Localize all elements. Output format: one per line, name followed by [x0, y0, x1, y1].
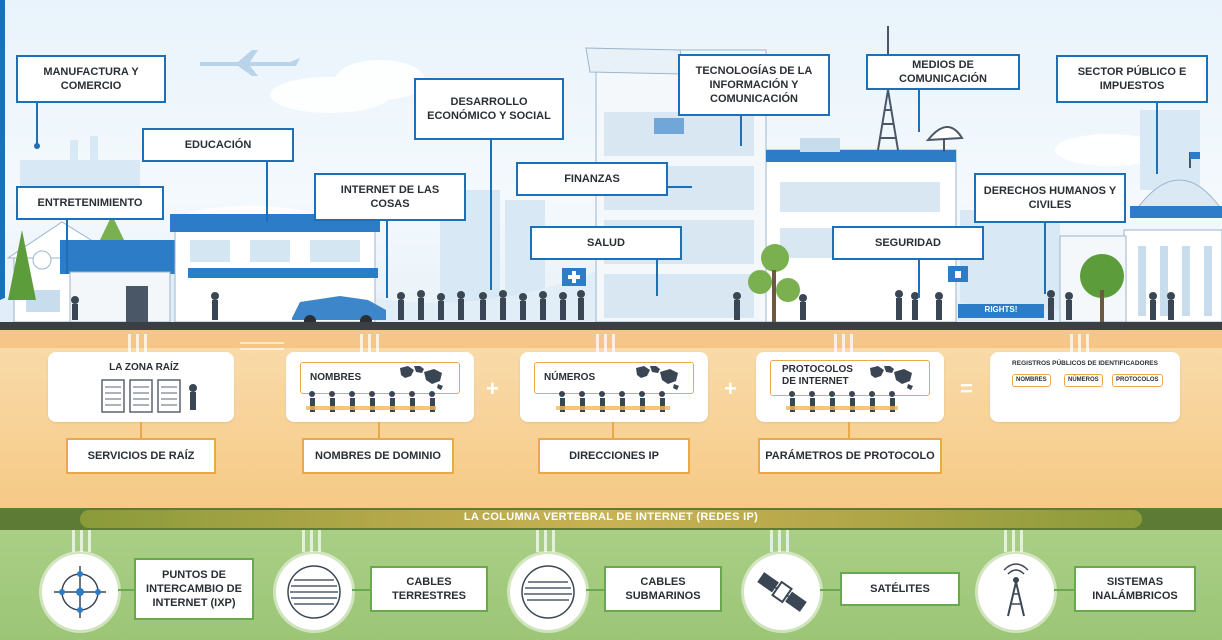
- registries-title: REGISTROS PÚBLICOS DE IDENTIFICADORES: [1012, 360, 1158, 367]
- label-derechos-humanos-civiles: DERECHOS HUMANOS Y CIVILES: [974, 173, 1126, 223]
- label-entretenimiento: ENTRETENIMIENTO: [16, 186, 164, 220]
- pointer-sector-publico: [1156, 102, 1158, 174]
- label-seguridad: SEGURIDAD: [832, 226, 984, 260]
- pointer-iot: [386, 220, 388, 298]
- identifier-layer-top-band: [0, 330, 1222, 348]
- people-crowd: [71, 290, 1175, 320]
- label-cables-terrestres: CABLES TERRESTRES: [370, 566, 488, 612]
- root-zone-title: LA ZONA RAÍZ: [109, 362, 179, 373]
- server-racks-icon: [101, 379, 197, 413]
- house-building: [6, 221, 176, 323]
- label-sistemas-inalambricos: SISTEMAS INALÁMBRICOS: [1074, 566, 1196, 612]
- label-tic: TECNOLOGÍAS DE LA INFORMACIÓN Y COMUNICA…: [678, 54, 830, 116]
- airplane-icon: [200, 50, 300, 76]
- label-medios-comunicacion: MEDIOS DE COMUNICACIÓN: [866, 54, 1020, 90]
- pointer-ip-addresses: [612, 422, 614, 440]
- registry-protocols-sign: PROTOCOLOS: [1112, 374, 1163, 388]
- label-sector-publico-impuestos: SECTOR PÚBLICO E IMPUESTOS: [1056, 55, 1208, 103]
- pointer-root-services: [140, 422, 142, 440]
- backbone-tube: [80, 510, 1142, 528]
- wireless-connector: [1054, 589, 1074, 591]
- ixp-network-icon: [54, 566, 106, 618]
- pointer-finanzas: [666, 186, 692, 188]
- label-servicios-de-raiz: SERVICIOS DE RAÍZ: [66, 438, 216, 474]
- pointer-salud: [656, 260, 658, 296]
- rights-banner-text: RIGHTS!: [984, 305, 1018, 314]
- registry-numbers-sign: NÚMEROS: [1064, 374, 1103, 388]
- submarine-connector: [586, 589, 604, 591]
- label-parametros-de-protocolo: PARÁMETROS DE PROTOCOLO: [758, 438, 942, 474]
- label-internet-de-las-cosas: INTERNET DE LAS COSAS: [314, 173, 466, 221]
- pointer-entretenimiento: [66, 220, 68, 274]
- plus-sign-2: +: [724, 376, 737, 401]
- government-building: [1059, 152, 1222, 323]
- school-building: [170, 214, 380, 323]
- label-satelites: SATÉLITES: [840, 572, 960, 606]
- satellite-icon: [757, 572, 807, 612]
- names-title: NOMBRES: [310, 372, 362, 383]
- label-salud: SALUD: [530, 226, 682, 260]
- pointer-seguridad: [918, 258, 920, 298]
- backbone-label: LA COLUMNA VERTEBRAL DE INTERNET (REDES …: [463, 511, 759, 523]
- ixp-connector: [118, 589, 134, 591]
- satellite-dish-icon: [925, 126, 964, 152]
- numbers-title: NÚMEROS: [544, 372, 596, 383]
- street-line: [0, 322, 1222, 330]
- submarine-cable-icon: [521, 565, 575, 619]
- label-cables-submarinos: CABLES SUBMARINOS: [604, 566, 722, 612]
- left-accent-bar: [0, 0, 5, 330]
- satellite-connector: [820, 589, 840, 591]
- infrastructure-connector-stripes: [72, 530, 1023, 552]
- plus-sign-1: +: [486, 376, 499, 401]
- protocols-panel: [770, 360, 930, 396]
- wireless-tower-icon: [1003, 563, 1029, 617]
- pointer-desarrollo: [490, 140, 492, 290]
- pointer-tic: [740, 116, 742, 146]
- rights-banner: [958, 304, 1044, 318]
- pointer-protocol-params: [848, 422, 850, 440]
- protocols-title: PROTOCOLOS DE INTERNET: [782, 364, 853, 387]
- terrestrial-cable-icon: [287, 565, 341, 619]
- label-finanzas: FINANZAS: [516, 162, 668, 196]
- layer-connector-stripes: [128, 334, 1089, 356]
- pointer-medios: [918, 88, 920, 132]
- label-desarrollo-economico-social: DESARROLLO ECONÓMICO Y SOCIAL: [414, 78, 564, 140]
- pointer-manufactura: [36, 102, 38, 146]
- label-nombres-de-dominio: NOMBRES DE DOMINIO: [302, 438, 454, 474]
- lock-icon: [948, 266, 968, 282]
- pointer-educacion: [266, 162, 268, 222]
- registry-names-sign: NOMBRES: [1012, 374, 1051, 388]
- health-cross-icon: [562, 268, 586, 286]
- terrestrial-connector: [352, 589, 370, 591]
- pointer-derechos: [1044, 222, 1046, 294]
- wireless-circle: [978, 554, 1054, 630]
- label-educacion: EDUCACIÓN: [142, 128, 294, 162]
- label-manufactura-comercio: MANUFACTURA Y COMERCIO: [16, 55, 166, 103]
- equals-sign: =: [960, 376, 973, 401]
- label-puntos-de-intercambio-ixp: PUNTOS DE INTERCAMBIO DE INTERNET (IXP): [134, 558, 254, 620]
- label-direcciones-ip: DIRECCIONES IP: [538, 438, 690, 474]
- pointer-dot: [34, 143, 40, 149]
- pointer-domain-names: [378, 422, 380, 440]
